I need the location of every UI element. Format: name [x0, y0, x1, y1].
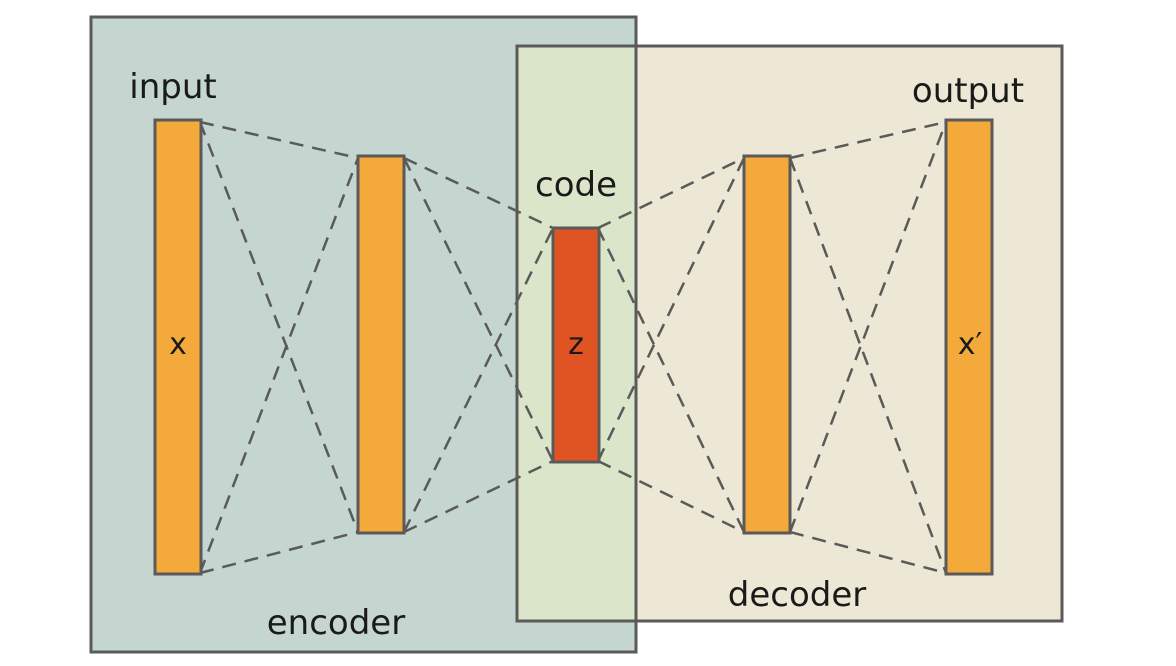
connection-hidden2-top-to-output-bottom [788, 157, 948, 574]
connection-input-top-to-hidden1-bottom [198, 121, 360, 533]
decoder-hidden-layer-bar [742, 154, 792, 535]
connection-hidden1-top-to-code-top [403, 156, 554, 230]
input-layer-bar [153, 118, 203, 576]
code-layer-text: z [568, 327, 584, 362]
connection-hidden2-bottom-to-output-top [788, 121, 948, 533]
connection-input-bottom-to-hidden1-top [198, 157, 360, 574]
connection-code-bottom-to-hidden2-top [596, 157, 746, 462]
encoder-box-border [89, 15, 638, 654]
output-label: output [912, 71, 1024, 111]
connection-code-top-to-hidden2-bottom [596, 227, 746, 533]
decoder-box-border [515, 44, 1064, 623]
connection-hidden2-top-to-output-top [789, 120, 947, 160]
code-label: code [535, 165, 617, 205]
input-layer-text: x [169, 327, 187, 362]
output-layer-bar [944, 118, 994, 576]
output-layer-text: x′ [958, 327, 983, 362]
connection-code-bottom-to-hidden2-bottom [597, 459, 745, 534]
connection-hidden1-bottom-to-code-bottom [403, 459, 554, 534]
encoder-label: encoder [267, 603, 405, 643]
connection-hidden2-bottom-to-output-bottom [789, 530, 947, 575]
connection-input-top-to-hidden1-top [199, 120, 359, 160]
connection-hidden1-bottom-to-code-top [402, 227, 555, 533]
encoder-hidden-layer-bar [356, 154, 406, 535]
connection-code-top-to-hidden2-top [597, 156, 745, 230]
input-label: input [129, 67, 216, 107]
connection-input-bottom-to-hidden1-bottom [199, 530, 359, 575]
code-layer-bar [551, 226, 601, 464]
connection-hidden1-top-to-code-bottom [402, 157, 555, 462]
layer-connections [198, 120, 948, 575]
decoder-label: decoder [728, 575, 866, 615]
